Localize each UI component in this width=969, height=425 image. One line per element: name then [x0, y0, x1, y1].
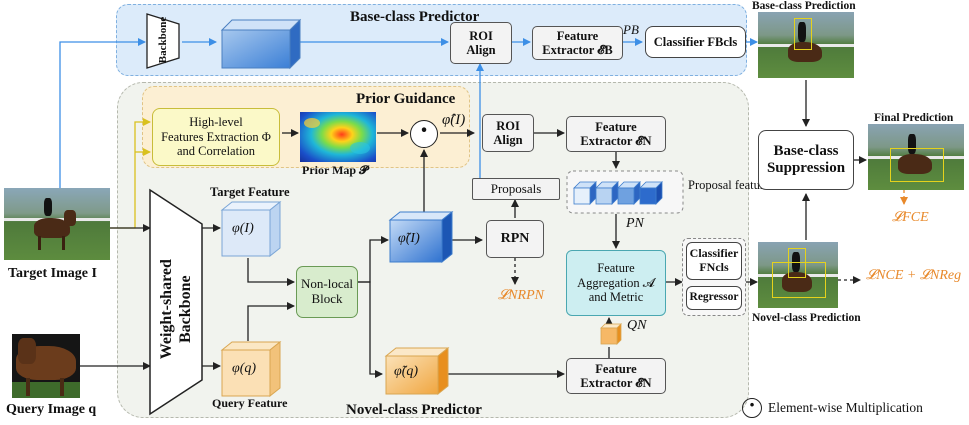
query-image-label: Query Image q — [6, 402, 97, 417]
phi-hat-label: φ̂(I) — [442, 112, 466, 128]
base-predictor-title: Base-class Predictor — [350, 9, 480, 25]
query-image — [12, 334, 80, 398]
novel-regressor: Regressor — [686, 286, 742, 310]
novel-classifier: Classifier FNcls — [686, 242, 742, 280]
rpn-loss-label: 𝓛NRPN — [498, 288, 544, 303]
phi-tilde-i-label: φ̃(I) — [398, 231, 420, 246]
extraction-line-2: Features Extraction Φ — [161, 129, 271, 144]
novel-prediction-title: Novel-class Prediction — [752, 312, 861, 324]
aggregation-line-1: Feature — [597, 261, 635, 276]
prior-map-heatmap — [300, 112, 376, 162]
proposal-features-label: Proposal features — [688, 178, 775, 192]
pb-label: PB — [623, 22, 639, 37]
base-feature-cube — [220, 18, 302, 70]
base-prediction-title: Base-class Prediction — [752, 0, 856, 12]
qn-cube — [600, 323, 622, 345]
target-feature-cube — [220, 200, 282, 258]
suppression-label: Base-class Suppression — [766, 142, 846, 176]
phi-tilde-q-label: φ̃(q) — [394, 364, 419, 379]
novel-feature-extractor-top: Feature Extractor 𝓔N — [566, 116, 666, 152]
query-feature-cube — [220, 340, 282, 398]
novel-loss-label: 𝓛NCE + 𝓛NReg — [866, 268, 962, 283]
backbone-small-label: Backbone — [157, 16, 169, 64]
feature-extraction-box: High-level Features Extraction Φ and Cor… — [152, 108, 280, 166]
aggregation-line-2: Aggregation 𝓐 — [577, 275, 655, 290]
phi-tilde-i-cube — [388, 210, 454, 264]
target-image-label: Target Image I — [8, 266, 97, 281]
proposals-box: Proposals — [472, 178, 560, 200]
novel-roi-align-box: ROI Align — [482, 114, 534, 152]
extraction-line-3: and Correlation — [176, 144, 256, 159]
query-feature-label: φ(q) — [232, 361, 257, 376]
rpn-box: RPN — [486, 220, 544, 258]
base-feature-extractor: Feature Extractor 𝓔B — [532, 26, 623, 60]
target-image — [4, 188, 110, 260]
feature-aggregation-box: Feature Aggregation 𝓐 and Metric — [566, 250, 666, 316]
weight-shared-backbone-label: Weight-shared Backbone — [157, 259, 194, 360]
base-roi-align: ROI Align — [450, 22, 512, 64]
base-classifier: Classifier FBcls — [645, 26, 746, 58]
nonlocal-block: Non-local Block — [296, 266, 358, 318]
aggregation-line-3: and Metric — [588, 290, 644, 305]
multiply-operator: · — [410, 117, 438, 148]
novel-prediction-image — [758, 242, 838, 308]
final-prediction-image — [868, 124, 964, 190]
phi-tilde-q-cube — [384, 346, 450, 396]
target-feature-title: Target Feature — [210, 185, 290, 199]
pn-label: PN — [626, 216, 644, 231]
proposal-features-cubes — [566, 170, 684, 214]
final-loss-label: 𝓛FCE — [892, 210, 929, 225]
legend-multiply-icon: · — [742, 394, 762, 418]
prior-guidance-title: Prior Guidance — [356, 91, 456, 107]
suppression-box: Base-class Suppression — [758, 130, 854, 190]
prior-map-label: Prior Map 𝓟 — [302, 163, 368, 177]
target-feature-label: φ(I) — [232, 221, 254, 236]
weight-shared-backbone — [149, 188, 203, 416]
novel-feature-extractor-bottom: Feature Extractor 𝓔N — [566, 358, 666, 394]
query-feature-title: Query Feature — [212, 396, 288, 410]
legend-label: Element-wise Multiplication — [768, 400, 923, 415]
extraction-line-1: High-level — [189, 115, 243, 130]
novel-predictor-title: Novel-class Predictor — [346, 402, 482, 418]
backbone-small — [146, 13, 180, 69]
base-prediction-image — [758, 12, 854, 78]
qn-label: QN — [627, 318, 647, 333]
final-prediction-title: Final Prediction — [874, 112, 954, 124]
